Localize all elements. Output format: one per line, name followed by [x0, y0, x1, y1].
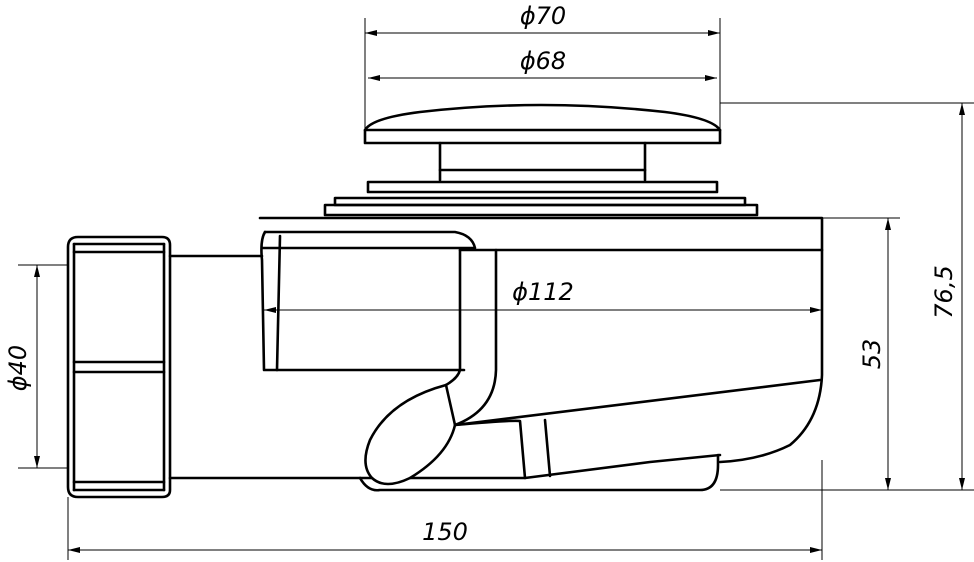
dim-label-body-height: 53: [858, 339, 886, 370]
dim-label-total-length: 150: [422, 518, 468, 546]
dim-label-cap-outer: ϕ70: [520, 2, 566, 30]
drain-cap: [323, 103, 759, 217]
dim-label-cap-inner: ϕ68: [520, 47, 566, 75]
dimension-lines: [18, 18, 974, 560]
outlet-nut: [66, 235, 374, 499]
trap-body: [258, 216, 824, 492]
dim-label-outlet-diameter: ϕ40: [4, 345, 32, 391]
dim-label-body-diameter: ϕ112: [512, 278, 574, 306]
dim-label-total-height: 76,5: [930, 265, 958, 318]
